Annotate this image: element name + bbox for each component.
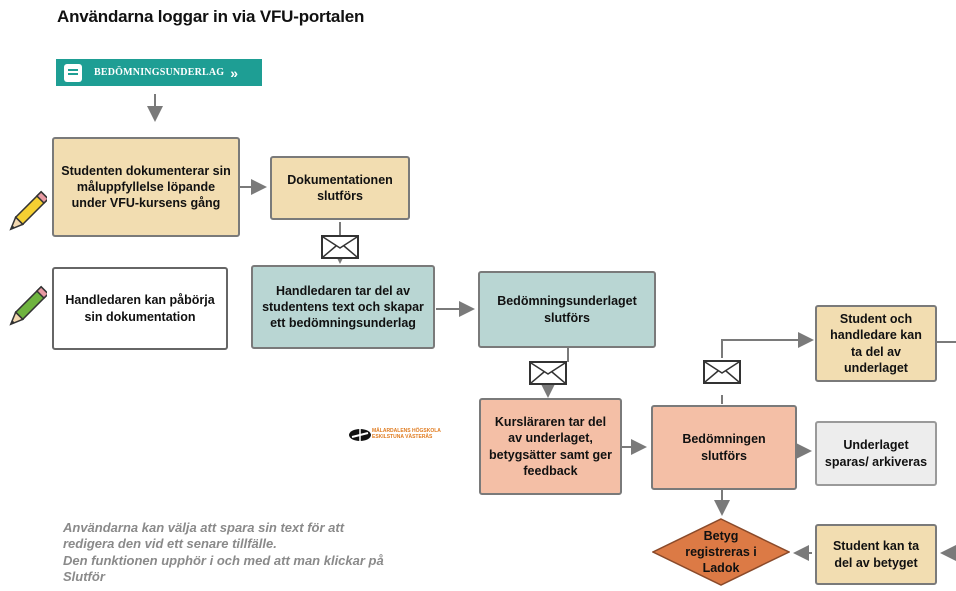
book-icon	[64, 63, 82, 82]
archived-box: Underlaget sparas/ arkiveras	[815, 421, 937, 486]
diamond-shape	[652, 518, 790, 586]
university-logo-text: MÄLARDALENS HÖGSKOLA ESKILSTUNA VÄSTERÅS	[372, 428, 441, 440]
envelope-icon	[529, 361, 567, 385]
university-logo	[349, 429, 371, 441]
save-note: Användarna kan välja att spara sin text …	[63, 520, 483, 585]
note-line-4: Slutför	[63, 568, 105, 584]
grade-ladok-text: Betyg registreras i Ladok	[685, 528, 757, 576]
student-grade-text: Student kan ta del av betyget	[832, 539, 920, 570]
envelope-icon	[321, 235, 359, 259]
assessment-basis-done-text: Bedömningsunderlaget slutförs	[497, 294, 637, 325]
supervisor-reads-box: Handledaren tar del av studentens text o…	[251, 265, 435, 349]
student-doc-bold: Studenten	[61, 163, 123, 178]
student-and-supervisor-text: Student och handledare kan ta del av und…	[830, 312, 922, 375]
pencil-green-icon	[9, 285, 47, 326]
grade-ladok-diamond: Betyg registreras i Ladok	[652, 518, 790, 586]
logo-line-2: ESKILSTUNA VÄSTERÅS	[372, 434, 433, 440]
archived-text: Underlaget sparas/ arkiveras	[824, 438, 928, 469]
note-line-2: redigera den vid ett senare tillfälle.	[63, 536, 277, 552]
note-line-3: Den funktionen upphör i och med att man …	[63, 552, 384, 568]
student-doc-text: dokumenterar sin måluppfyllelse löpande …	[71, 163, 231, 211]
documentation-done-text: Dokumentationen slutförs	[287, 172, 393, 203]
double-chevron-icon: »	[230, 64, 239, 81]
student-and-supervisor-box: Student och handledare kan ta del av und…	[815, 305, 937, 382]
assessment-done-box: Bedömningen slutförs	[651, 405, 797, 490]
supervisor-can-start-box: Handledaren kan påbörja sin dokumentatio…	[52, 267, 228, 350]
supervisor-reads-bold: Handledaren	[275, 283, 352, 298]
badge-label: BEDÖMNINGSUNDERLAG	[94, 67, 225, 78]
course-teacher-text: tar del av underlaget, betygsätter samt …	[489, 415, 612, 478]
page-title: Användarna loggar in via VFU-portalen	[57, 7, 365, 26]
supervisor-can-start-text: Handledaren kan påbörja sin dokumentatio…	[65, 293, 215, 324]
logo-line-1: MÄLARDALENS HÖGSKOLA	[372, 428, 441, 434]
supervisor-reads-text: tar del av studentens text och skapar et…	[262, 283, 424, 331]
note-line-1: Användarna kan välja att spara sin text …	[63, 520, 345, 535]
assessment-done-text: Bedömningen slutförs	[682, 432, 766, 463]
bedomningsunderlag-badge[interactable]: BEDÖMNINGSUNDERLAG »	[56, 59, 262, 86]
student-grade-box: Student kan ta del av betyget	[815, 524, 937, 585]
course-teacher-bold: Kursläraren	[494, 415, 566, 429]
assessment-basis-done-box: Bedömningsunderlaget slutförs	[478, 271, 656, 348]
envelope-icon	[703, 360, 741, 384]
student-documents-box: Studenten dokumenterar sin måluppfyllels…	[52, 137, 240, 237]
documentation-done-box: Dokumentationen slutförs	[270, 156, 410, 220]
pencil-yellow-icon	[9, 190, 47, 231]
course-teacher-box: Kursläraren tar del av underlaget, betyg…	[479, 398, 622, 495]
